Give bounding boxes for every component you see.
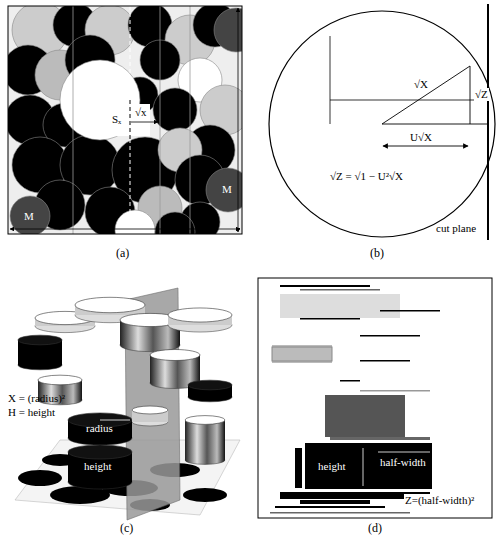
plane-label: cut plane <box>436 222 476 235</box>
symbol-label: Sₓ <box>111 113 122 126</box>
equation: √Z = √1 − U²√X <box>330 170 403 183</box>
bar <box>272 345 332 363</box>
circle-packing <box>3 2 258 252</box>
bar <box>360 360 410 362</box>
cylinder <box>68 413 132 445</box>
region-label: M <box>24 210 34 223</box>
region-label: M <box>222 183 232 196</box>
dimension-label: half-width <box>380 456 426 469</box>
cut-circle <box>269 4 495 240</box>
symbol-label: U√X <box>410 131 432 144</box>
dimension-label: radius <box>86 422 113 435</box>
cylinder <box>132 406 168 426</box>
bar <box>275 506 385 508</box>
bar-section <box>258 278 492 518</box>
panel-label: (c) <box>120 522 133 536</box>
disk <box>155 212 195 234</box>
cylinder <box>68 445 132 489</box>
bar <box>340 380 360 382</box>
dimension-label: height <box>84 460 112 473</box>
bar <box>325 395 405 437</box>
cylinder <box>185 416 225 465</box>
cylinder <box>18 335 62 370</box>
dimension-label: height <box>318 460 346 473</box>
bar <box>305 443 432 489</box>
disk <box>10 196 50 234</box>
disk <box>115 210 155 234</box>
bar <box>280 294 400 318</box>
symbol-label: √x <box>134 106 148 119</box>
panel-label: (b) <box>370 247 384 261</box>
cylinder <box>168 308 232 332</box>
cylinder <box>188 380 232 402</box>
bar <box>330 437 430 440</box>
bar <box>295 448 302 488</box>
symbol-label: √Z <box>474 88 489 101</box>
bar <box>272 347 332 361</box>
definition-label: Z=(half-width)² <box>404 494 475 507</box>
bar <box>380 310 440 312</box>
bar <box>300 289 380 291</box>
bar <box>300 318 360 320</box>
legend-note: X = (radius)² <box>8 392 65 405</box>
bar <box>280 285 370 287</box>
panel-label: (a) <box>116 247 129 261</box>
disk <box>206 168 242 212</box>
bar <box>270 512 410 514</box>
bar <box>360 335 420 337</box>
legend-note: H = height <box>8 406 55 419</box>
panel-label: (d) <box>368 522 382 536</box>
symbol-label: √X <box>414 78 428 91</box>
bar <box>300 500 370 504</box>
bar <box>360 390 430 392</box>
